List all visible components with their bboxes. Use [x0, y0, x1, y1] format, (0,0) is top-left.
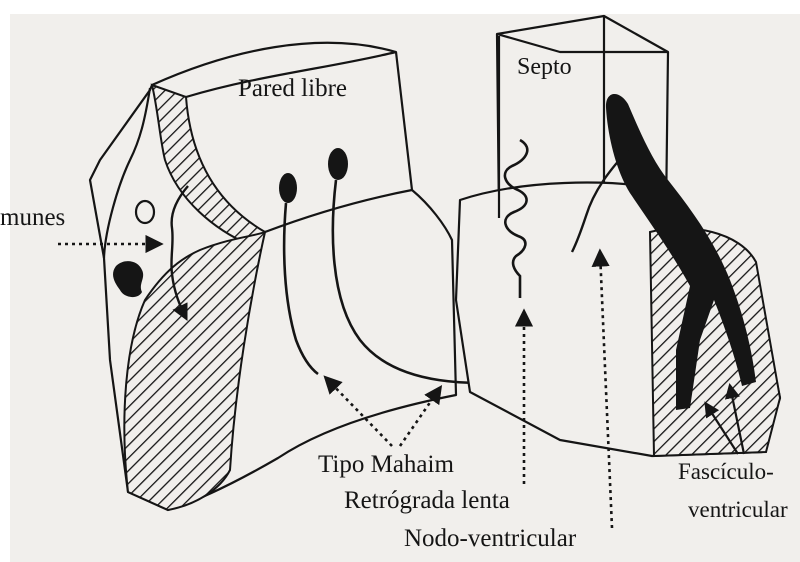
- label-fasciculo-line2: ventricular: [688, 498, 788, 521]
- ring-marker: [136, 201, 154, 223]
- left-margin: [0, 0, 10, 562]
- label-pared-libre: Pared libre: [238, 76, 347, 101]
- label-septo: Septo: [517, 55, 572, 79]
- label-nodo-ventricular: Nodo-ventricular: [404, 526, 576, 551]
- label-comunes: munes: [0, 205, 65, 230]
- top-margin: [0, 0, 800, 14]
- label-retrograda-lenta: Retrógrada lenta: [344, 488, 510, 513]
- mahaim-node-2: [328, 148, 348, 180]
- label-fasciculo-line1: Fascículo-: [678, 460, 774, 483]
- label-tipo-mahaim: Tipo Mahaim: [318, 452, 454, 477]
- mahaim-node-1: [279, 173, 297, 203]
